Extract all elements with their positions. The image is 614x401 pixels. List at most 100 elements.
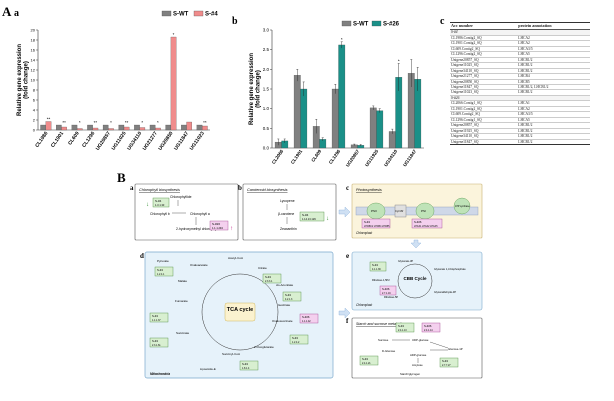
table-cell: LHCA3/5 — [517, 111, 590, 118]
enzyme-ec: 2.4.1.14 — [424, 329, 433, 332]
significance-mark: ** — [203, 120, 207, 125]
bar-s-26 — [376, 110, 384, 149]
panel-label-Aa: a — [14, 8, 19, 19]
significance-mark: * — [79, 120, 81, 125]
y-tick-label: 1.0 — [263, 106, 270, 111]
node: cis-Aconitate — [276, 283, 294, 287]
pathway-panel-c: c Photosynthesis PSII Cyt b6f PSI ATP sy… — [346, 183, 483, 239]
panel-label-Ba: a — [130, 184, 134, 192]
compartment-label: Chloroplast — [356, 231, 372, 235]
enzyme-label: S-#4 — [362, 357, 368, 361]
node: PSII — [371, 209, 377, 213]
bar-s-wt — [87, 124, 93, 131]
y-tick-label: 8 — [33, 88, 36, 93]
pathway-title-a: Chlorophyll biosynthesis — [139, 188, 180, 192]
table-header: Acc number — [450, 21, 518, 31]
enzyme-box: S-#4 2.3.1.61 — [149, 337, 169, 348]
table-cell: Unigene34110_SQ — [450, 133, 518, 140]
enzyme-ec: 1.2.4.1 — [157, 273, 165, 276]
table-cell: CL609.Contig2_SQ — [450, 46, 518, 53]
bar-s-wt — [149, 124, 156, 131]
table-cell: LHCB1/2 — [517, 128, 590, 135]
category-label: UG11925 — [364, 148, 379, 167]
node: D-Glucose — [382, 349, 396, 353]
table-cell: LHCA2 — [517, 106, 590, 113]
node: 2-hydroxymethyl chlorophyll — [176, 227, 218, 231]
table-cell: Unigene11847_SQ — [450, 139, 518, 146]
significance-mark: ** — [94, 120, 98, 125]
enzyme-label: S-#4 — [152, 339, 158, 343]
table-cell: Unigene11925_SQ — [450, 128, 518, 135]
table-cell: Unigene34110_SQ — [450, 68, 518, 75]
category-label: CL609 — [67, 131, 81, 147]
table-cell: LHCA3/5 — [517, 46, 590, 53]
table-cell: Unigene20850_SQ — [450, 79, 518, 86]
y-tick-label: 12 — [31, 68, 36, 73]
node: Lycopene — [280, 199, 295, 203]
enzyme-box: S-#4 1.2.4.2 — [289, 334, 309, 345]
bar-s-wt — [293, 75, 301, 149]
legend-label: S-#26 — [383, 22, 400, 28]
enzyme-ec: 4.1.1.39 — [372, 268, 381, 271]
compartment-label: Mitochondria — [150, 372, 170, 376]
enzyme-label: S-#4 — [155, 199, 162, 203]
enzyme-ec: LHCB1/2 LHCB4 LHCB5 — [364, 226, 390, 228]
category-label: CL609 — [310, 148, 322, 163]
category-label: CL1986 — [34, 131, 49, 149]
arrow-icon — [338, 206, 351, 218]
enzyme-label: S-#4 — [157, 268, 163, 272]
enzyme-label: S-#4 — [265, 275, 271, 279]
table-cell: CL2066.Contig1_SQ — [450, 100, 518, 107]
y-tick-label: 1.5 — [263, 87, 270, 92]
node: Fumarate — [175, 299, 188, 303]
bar-s-wt — [388, 131, 396, 149]
bar-s-wt — [40, 124, 46, 131]
node: ADP-glucose — [410, 353, 427, 357]
panel-label-Bb: b — [238, 184, 242, 192]
y-tick-label: 18 — [31, 38, 36, 43]
y-tick-label: 16 — [31, 48, 36, 53]
y-tick-label: 20 — [31, 28, 36, 33]
legend-label: S-#4 — [205, 12, 218, 18]
enzyme-box — [359, 355, 379, 366]
up-arrow-icon: ↑ — [230, 226, 233, 232]
cycle-title: TCA cycle — [227, 307, 253, 313]
category-label: UG20850 — [157, 131, 174, 152]
node: Cyt b6f — [395, 209, 403, 213]
node: Chlorophyll b — [150, 212, 170, 216]
legend-swatch — [193, 10, 204, 17]
node: Oxalosuccinate — [272, 319, 293, 323]
enzyme-ec: 4.2.1.3 — [285, 298, 293, 301]
node: Pyruvate — [157, 259, 169, 263]
category-label: UG20857 — [95, 131, 112, 152]
compartment-label: Chloroplast — [356, 303, 372, 307]
significance-mark: * — [110, 120, 112, 125]
y-tick-label: 0 — [33, 128, 36, 133]
enzyme-box — [152, 197, 170, 208]
enzyme-label: S-#4 — [398, 324, 404, 328]
table-cell: Unigene11023_SQ — [450, 89, 518, 96]
enzyme-ec: 2.4.1.21 — [362, 362, 371, 365]
node: PSI — [421, 209, 426, 213]
significance-mark: ** — [125, 120, 129, 125]
significance-mark: ** — [62, 120, 66, 125]
node: Chlorophyllide — [170, 195, 192, 199]
table-group-row: S-#4 — [450, 29, 590, 36]
enzyme-box — [299, 211, 325, 222]
category-label: UG11847 — [402, 148, 417, 167]
enzyme-label: S-#4 — [292, 336, 298, 340]
enzyme-box — [369, 261, 387, 272]
down-arrow-icon: ↓ — [326, 216, 329, 222]
node: Ribulose-1,5P2 — [372, 278, 390, 282]
enzyme-label: S-#4 — [364, 220, 370, 224]
enzyme-ec: 1.8.1.4 — [242, 367, 250, 370]
bar-s-wt — [102, 124, 109, 131]
